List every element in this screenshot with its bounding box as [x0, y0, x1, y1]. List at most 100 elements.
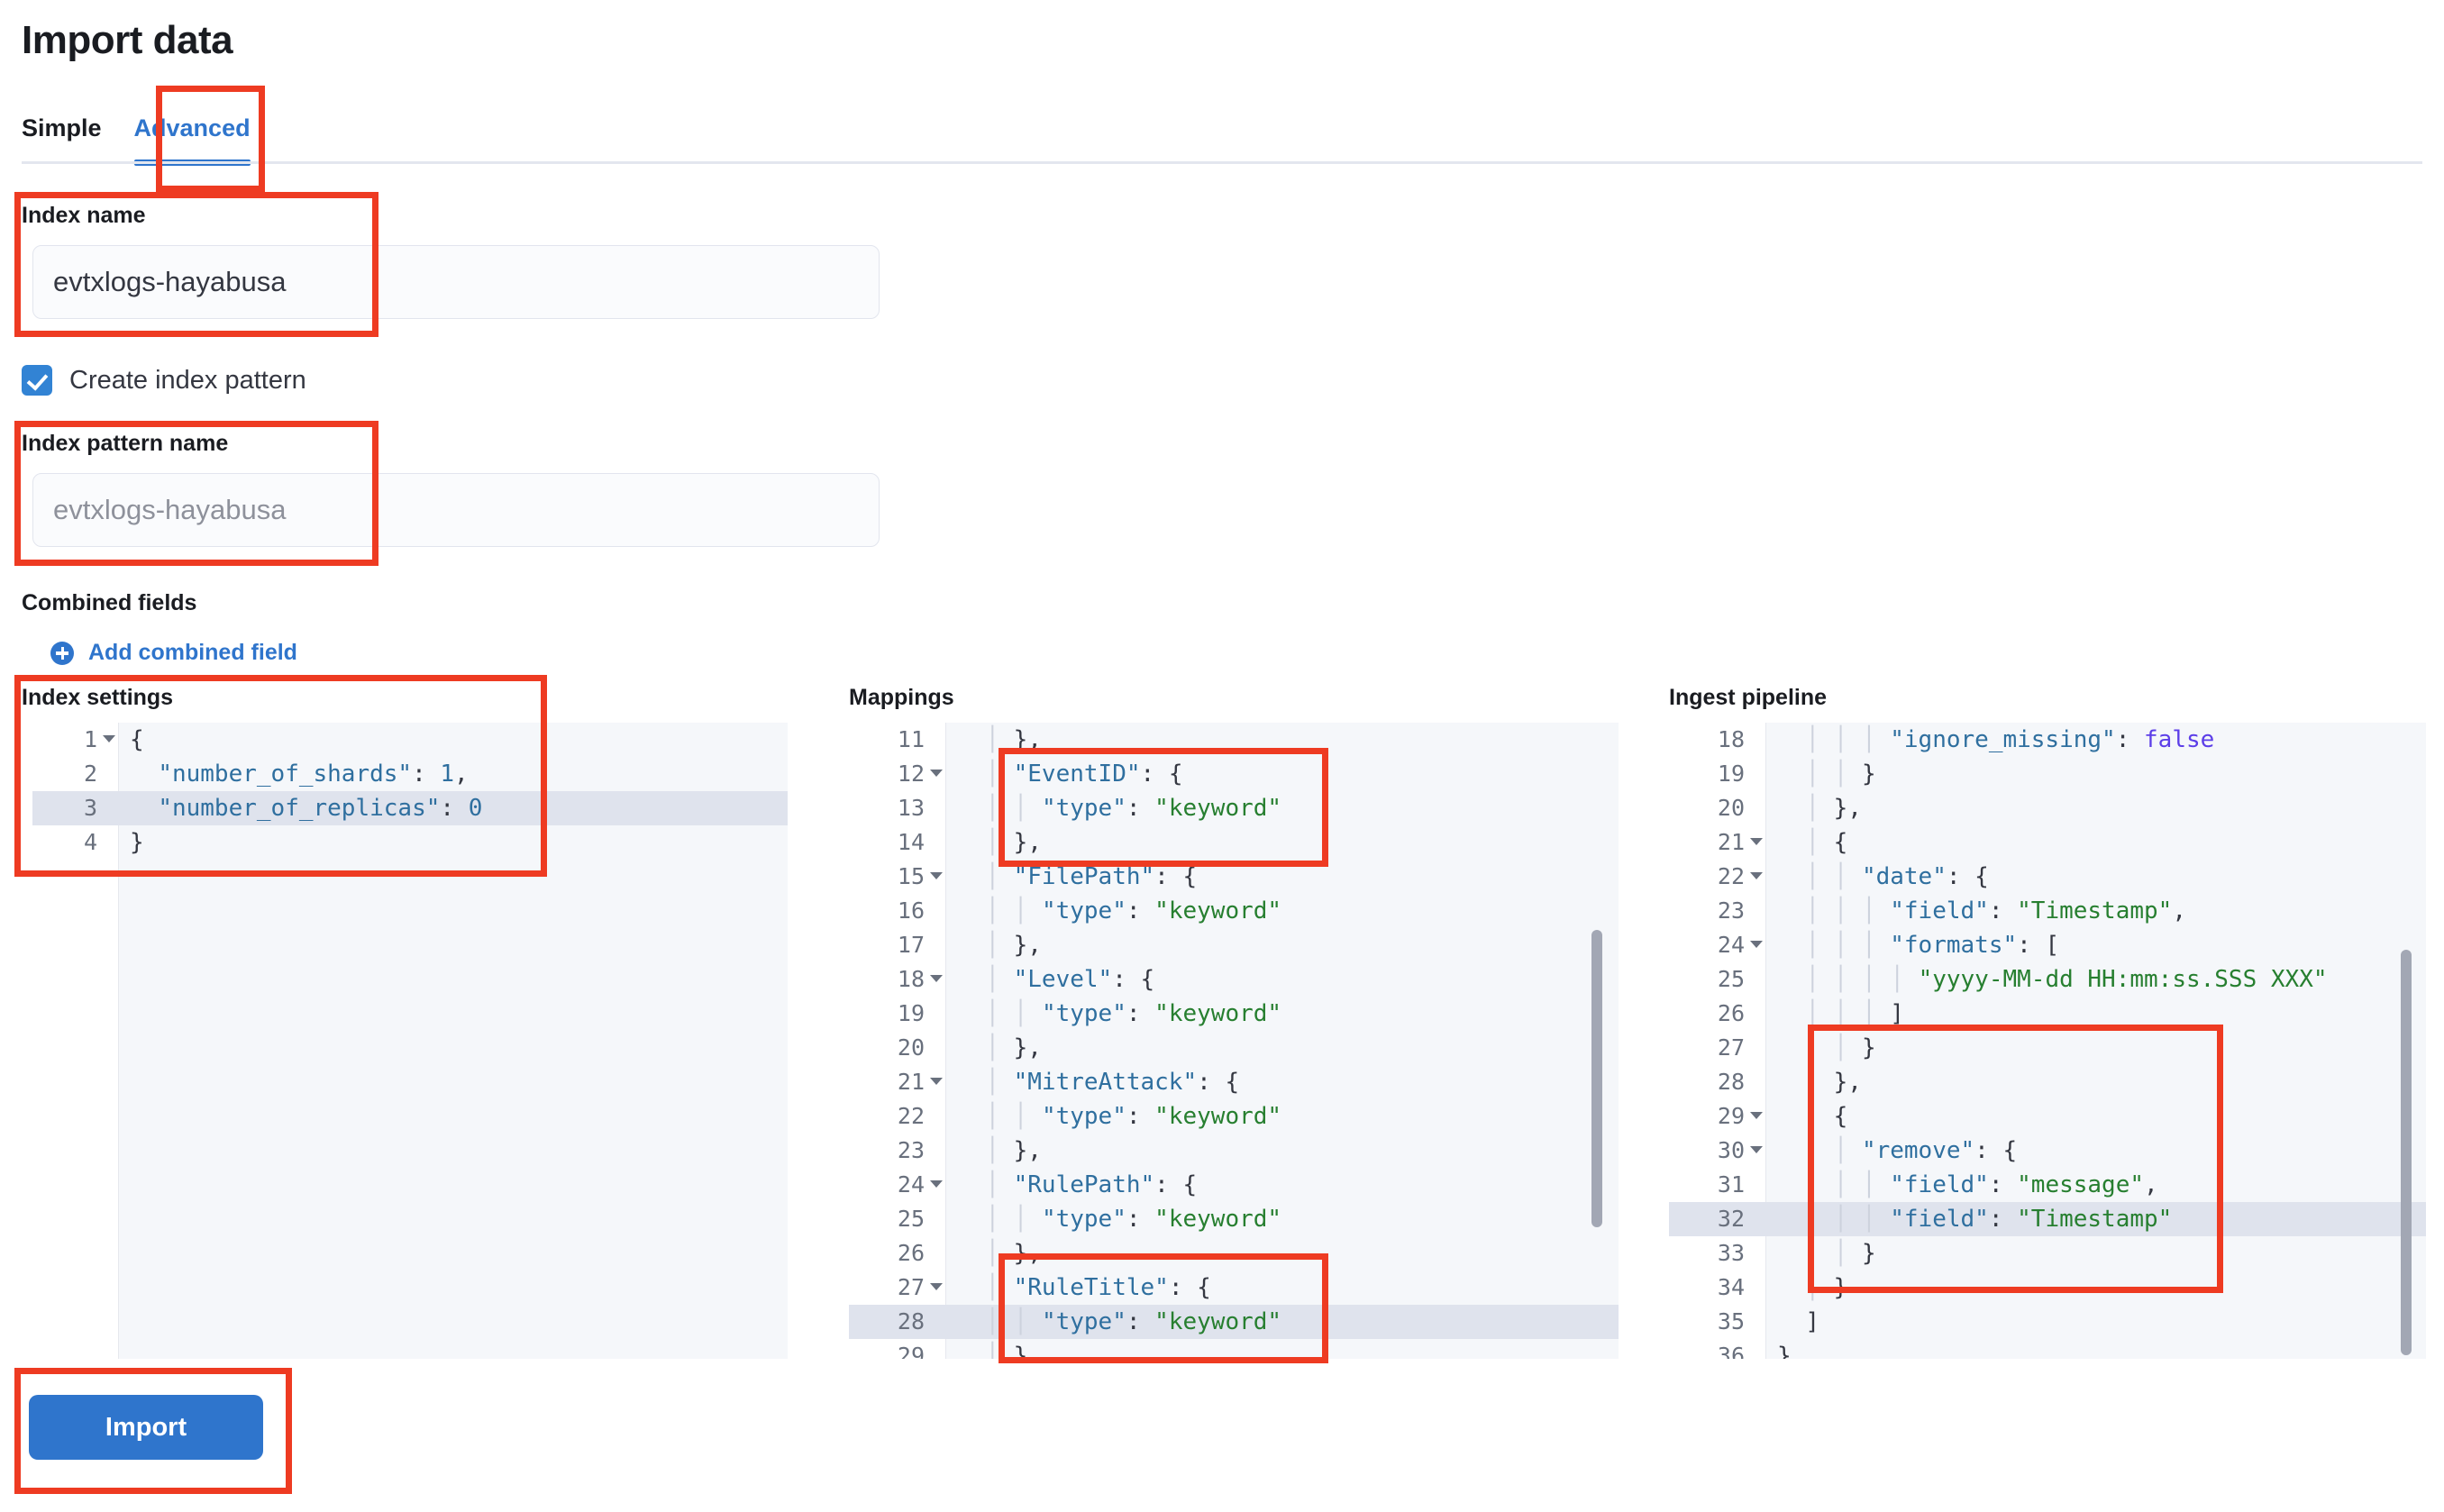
code-line[interactable]: 29 │ {: [1669, 1099, 2426, 1134]
code-line[interactable]: 18 │ │ │ "ignore_missing": false: [1669, 723, 2426, 757]
code-line[interactable]: 36}: [1669, 1339, 2426, 1359]
code-line[interactable]: 4}: [32, 825, 788, 860]
fold-arrow-icon[interactable]: [930, 1078, 943, 1085]
line-number: 26: [1717, 1000, 1745, 1026]
line-number: 22: [1717, 863, 1745, 889]
line-number: 29: [897, 1343, 925, 1359]
line-number: 18: [1717, 726, 1745, 752]
code-line[interactable]: 14 │ },: [849, 825, 1619, 860]
code-line[interactable]: 30 │ │ "remove": {: [1669, 1134, 2426, 1168]
line-number: 11: [897, 726, 925, 752]
fold-arrow-icon[interactable]: [103, 735, 115, 742]
code-line[interactable]: 2 "number_of_shards": 1,: [32, 757, 788, 791]
import-button[interactable]: Import: [29, 1395, 263, 1460]
index-settings-code[interactable]: 1{2 "number_of_shards": 1,3 "number_of_r…: [32, 723, 788, 1359]
code-line[interactable]: 28 │ },: [1669, 1065, 2426, 1099]
code-line[interactable]: 3 "number_of_replicas": 0: [32, 791, 788, 825]
code-text: │ {: [1805, 829, 1848, 856]
code-line[interactable]: 24 │ │ │ "formats": [: [1669, 928, 2426, 962]
fold-arrow-icon[interactable]: [1750, 1112, 1763, 1119]
code-line[interactable]: 11 │ },: [849, 723, 1619, 757]
fold-arrow-icon[interactable]: [1750, 838, 1763, 845]
code-line[interactable]: 21 │ {: [1669, 825, 2426, 860]
code-line[interactable]: 21 │ "MitreAttack": {: [849, 1065, 1619, 1099]
code-line[interactable]: 27 │ │ }: [1669, 1031, 2426, 1065]
add-combined-field-button[interactable]: Add combined field: [50, 640, 297, 666]
line-number: 26: [897, 1240, 925, 1266]
fold-arrow-icon[interactable]: [930, 872, 943, 879]
code-text: }: [130, 829, 144, 856]
code-line[interactable]: 16 │ │ "type": "keyword": [849, 894, 1619, 928]
code-text: │ "MitreAttack": {: [985, 1069, 1240, 1096]
code-line[interactable]: 28 │ │ "type": "keyword": [849, 1305, 1619, 1339]
fold-arrow-icon[interactable]: [1750, 872, 1763, 879]
code-line[interactable]: 20 │ },: [1669, 791, 2426, 825]
mappings-scrollbar[interactable]: [1591, 930, 1602, 1227]
code-line[interactable]: 32 │ │ │ "field": "Timestamp": [1669, 1202, 2426, 1236]
code-line[interactable]: 24 │ "RulePath": {: [849, 1168, 1619, 1202]
line-number: 1: [83, 726, 97, 752]
index-name-input[interactable]: evtxlogs-hayabusa: [32, 245, 880, 319]
tab-simple[interactable]: Simple: [22, 114, 102, 141]
code-line[interactable]: 25 │ │ "type": "keyword": [849, 1202, 1619, 1236]
plus-circle-icon: [50, 641, 74, 665]
code-line[interactable]: 27 │ "RuleTitle": {: [849, 1271, 1619, 1305]
fold-arrow-icon[interactable]: [930, 1283, 943, 1290]
code-text: │ │ "type": "keyword": [985, 1308, 1282, 1335]
fold-arrow-icon[interactable]: [1750, 941, 1763, 948]
tab-advanced[interactable]: Advanced: [118, 114, 267, 166]
code-line[interactable]: 19 │ │ "type": "keyword": [849, 997, 1619, 1031]
line-number: 19: [1717, 761, 1745, 787]
code-line[interactable]: 22 │ │ "date": {: [1669, 860, 2426, 894]
fold-arrow-icon[interactable]: [930, 975, 943, 982]
line-number: 28: [897, 1308, 925, 1334]
index-settings-editor[interactable]: 1{2 "number_of_shards": 1,3 "number_of_r…: [32, 723, 788, 1359]
code-line[interactable]: 17 │ },: [849, 928, 1619, 962]
code-text: │ │ "type": "keyword": [985, 1000, 1282, 1027]
code-text: │ "Level": {: [985, 966, 1155, 993]
line-number: 15: [897, 863, 925, 889]
mappings-editor[interactable]: 11 │ },12 │ "EventID": {13 │ │ "type": "…: [849, 723, 1619, 1359]
tab-divider: [22, 161, 2422, 164]
code-line[interactable]: 35 ]: [1669, 1305, 2426, 1339]
code-line[interactable]: 23 │ │ │ "field": "Timestamp",: [1669, 894, 2426, 928]
line-number: 36: [1717, 1343, 1745, 1359]
code-line[interactable]: 23 │ },: [849, 1134, 1619, 1168]
create-index-pattern-checkbox[interactable]: [22, 365, 52, 396]
code-text: │ },: [985, 1034, 1042, 1061]
code-line[interactable]: 29 │ },: [849, 1339, 1619, 1359]
code-line[interactable]: 26 │ │ │ ]: [1669, 997, 2426, 1031]
code-line[interactable]: 22 │ │ "type": "keyword": [849, 1099, 1619, 1134]
code-line[interactable]: 33 │ │ }: [1669, 1236, 2426, 1271]
create-index-pattern-row[interactable]: Create index pattern: [22, 365, 306, 396]
line-number: 20: [1717, 795, 1745, 821]
line-number: 31: [1717, 1171, 1745, 1198]
code-line[interactable]: 19 │ │ }: [1669, 757, 2426, 791]
fold-arrow-icon[interactable]: [930, 770, 943, 777]
mappings-code[interactable]: 11 │ },12 │ "EventID": {13 │ │ "type": "…: [849, 723, 1619, 1359]
code-line[interactable]: 1{: [32, 723, 788, 757]
code-line[interactable]: 15 │ "FilePath": {: [849, 860, 1619, 894]
fold-arrow-icon[interactable]: [1750, 1146, 1763, 1153]
code-line[interactable]: 12 │ "EventID": {: [849, 757, 1619, 791]
ingest-pipeline-scrollbar[interactable]: [2401, 950, 2412, 1355]
code-line[interactable]: 13 │ │ "type": "keyword": [849, 791, 1619, 825]
code-line[interactable]: 18 │ "Level": {: [849, 962, 1619, 997]
ingest-pipeline-heading: Ingest pipeline: [1669, 685, 1828, 710]
line-number: 27: [897, 1274, 925, 1300]
code-text: │ │ "type": "keyword": [985, 1206, 1282, 1233]
code-line[interactable]: 31 │ │ │ "field": "message",: [1669, 1168, 2426, 1202]
code-line[interactable]: 25 │ │ │ │ "yyyy-MM-dd HH:mm:ss.SSS XXX": [1669, 962, 2426, 997]
index-pattern-name-label: Index pattern name: [22, 431, 229, 456]
mappings-gutter: [849, 723, 946, 1359]
code-text: │ │ }: [1805, 1034, 1876, 1061]
code-line[interactable]: 26 │ },: [849, 1236, 1619, 1271]
line-number: 2: [83, 761, 97, 787]
fold-arrow-icon[interactable]: [930, 1180, 943, 1188]
code-line[interactable]: 20 │ },: [849, 1031, 1619, 1065]
index-pattern-name-input[interactable]: evtxlogs-hayabusa: [32, 473, 880, 547]
code-line[interactable]: 34 │ }: [1669, 1271, 2426, 1305]
